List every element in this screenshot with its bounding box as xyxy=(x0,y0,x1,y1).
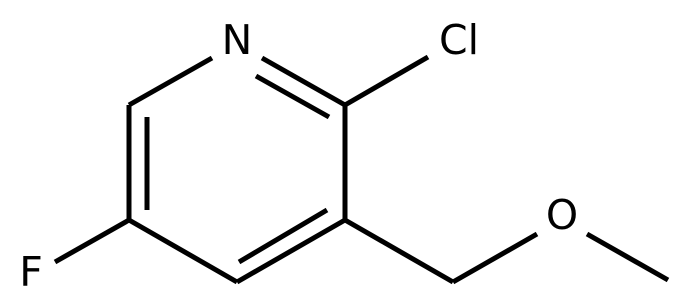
bond-n-c2-inner xyxy=(254,73,331,120)
bond-c2-cl xyxy=(343,54,430,108)
atom-label-oxygen: O xyxy=(546,191,578,239)
bond-ch2-o xyxy=(451,231,539,285)
bond-n-c2-double xyxy=(260,55,347,108)
bond-c3-c4-inner xyxy=(237,207,329,265)
bond-c3-c4-double xyxy=(235,217,347,285)
atom-label-chlorine: Cl xyxy=(439,16,479,64)
bond-c5-f xyxy=(53,217,131,265)
bond-o-ch3 xyxy=(585,231,670,283)
bond-c3-ch2 xyxy=(343,217,455,285)
atom-label-fluorine: F xyxy=(19,248,43,296)
atom-label-nitrogen: N xyxy=(222,16,253,64)
bond-n-c6 xyxy=(127,55,214,108)
bond-c4-c5 xyxy=(127,217,239,285)
